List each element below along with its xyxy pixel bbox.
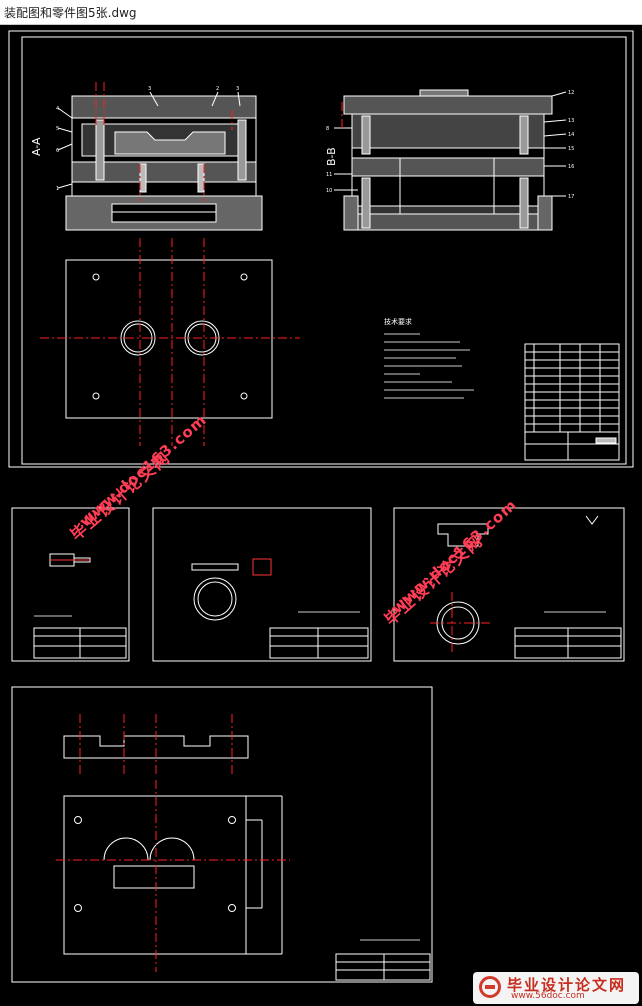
tech-requirements-lines [384, 333, 474, 399]
svg-text:15: 15 [568, 146, 574, 152]
sheet-part-1 [11, 507, 130, 662]
svg-text:10: 10 [326, 188, 332, 194]
plan-view [65, 259, 273, 419]
svg-text:4: 4 [56, 106, 59, 112]
sheet-part-3 [393, 507, 625, 662]
svg-text:3: 3 [148, 86, 151, 92]
section-view-bb [334, 89, 567, 231]
sheet-assembly-frame [8, 30, 634, 468]
cad-canvas[interactable]: A-A B-B 技术要求 4 5 6 1 3 2 3 12 13 14 15 1… [0, 24, 642, 1006]
window-titlebar: 装配图和零件图5张.dwg [0, 0, 642, 25]
center-lines [40, 82, 490, 972]
logo-icon [479, 976, 501, 998]
part-number-labels: 4 5 6 1 3 2 3 12 13 14 15 16 17 8 11 10 [56, 86, 574, 200]
sheet-part-2 [152, 507, 372, 662]
svg-text:13: 13 [568, 118, 574, 124]
svg-text:3: 3 [236, 86, 239, 92]
svg-text:12: 12 [568, 90, 574, 96]
window-title: 装配图和零件图5张.dwg [4, 6, 137, 20]
parts-list-table [524, 343, 620, 461]
logo-url: www.56doc.com [511, 991, 585, 1001]
svg-text:6: 6 [56, 148, 59, 154]
section-label-aa: A-A [30, 137, 43, 156]
sheet-assembly-border [21, 36, 627, 465]
svg-text:5: 5 [56, 126, 59, 132]
svg-text:14: 14 [568, 132, 574, 138]
svg-text:17: 17 [568, 194, 574, 200]
site-logo: 毕业设计论文网 www.56doc.com [473, 972, 639, 1004]
svg-text:1: 1 [56, 186, 59, 192]
svg-text:11: 11 [326, 172, 332, 178]
section-label-bb: B-B [325, 147, 338, 166]
svg-text:16: 16 [568, 164, 574, 170]
svg-text:2: 2 [216, 86, 219, 92]
cad-drawing: A-A B-B 技术要求 4 5 6 1 3 2 3 12 13 14 15 1… [8, 30, 634, 983]
tech-requirements-title: 技术要求 [384, 317, 412, 326]
logo-text: 毕业设计论文网 [507, 976, 627, 994]
svg-text:8: 8 [326, 126, 329, 132]
section-view-aa [57, 91, 263, 231]
sheet-part-4 [11, 686, 433, 983]
